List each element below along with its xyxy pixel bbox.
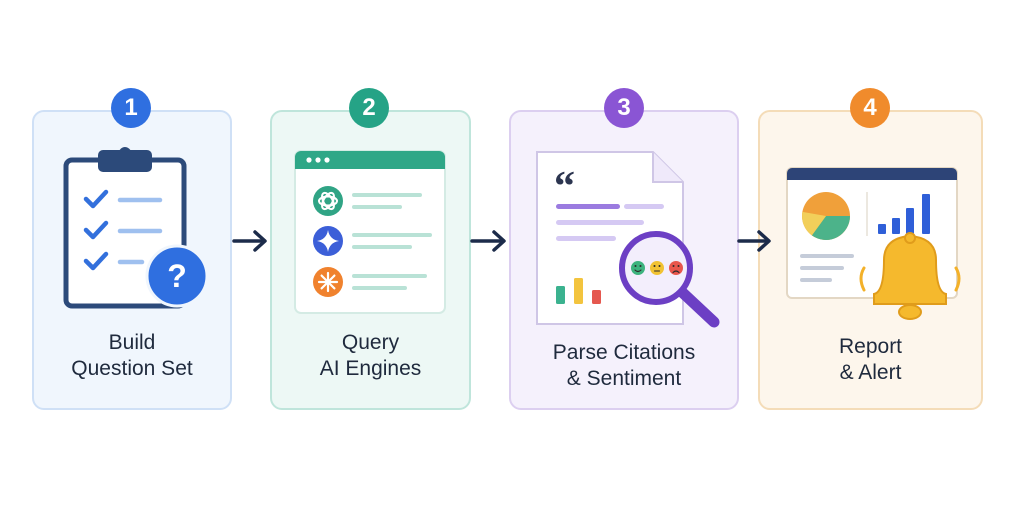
sentiment-faces-icon <box>631 261 683 275</box>
mini-bar-chart-icon <box>556 278 601 304</box>
step-number-badge: 1 <box>111 88 151 128</box>
result-lines <box>352 193 432 290</box>
step-label-line: Question Set <box>71 357 193 380</box>
step-label-query-ai-engines: Query AI Engines <box>270 330 471 382</box>
step-number-badge: 2 <box>349 88 389 128</box>
arrow-right-icon <box>232 230 267 252</box>
summary-lines <box>800 254 854 282</box>
step-label-line: & Alert <box>839 361 902 384</box>
step-label-line: Build <box>108 331 156 354</box>
step-label-line: Query <box>341 331 400 354</box>
bar-chart-icon <box>878 194 930 234</box>
step-label-line: Parse Citations <box>552 341 696 364</box>
step-label-line: Report <box>838 335 903 358</box>
step-label-line: AI Engines <box>319 357 422 380</box>
bell-icon <box>859 232 961 320</box>
question-mark-icon: ? <box>145 244 209 308</box>
chatgpt-engine-icon <box>313 186 343 216</box>
step-number-badge: 4 <box>850 88 890 128</box>
quote-icon: “ <box>554 164 575 210</box>
arrow-right-icon <box>737 230 771 252</box>
arrow-right-icon <box>470 230 506 252</box>
step-label-parse-citations: Parse Citations & Sentiment <box>509 340 739 392</box>
claude-engine-icon <box>313 267 343 297</box>
gemini-engine-icon <box>313 226 343 256</box>
step-label-line: & Sentiment <box>566 367 682 390</box>
svg-text:?: ? <box>167 258 187 294</box>
step-label-build-question-set: Build Question Set <box>32 330 232 382</box>
step-label-report-alert: Report & Alert <box>758 334 983 386</box>
pie-chart-icon <box>802 192 850 240</box>
step-number-badge: 3 <box>604 88 644 128</box>
